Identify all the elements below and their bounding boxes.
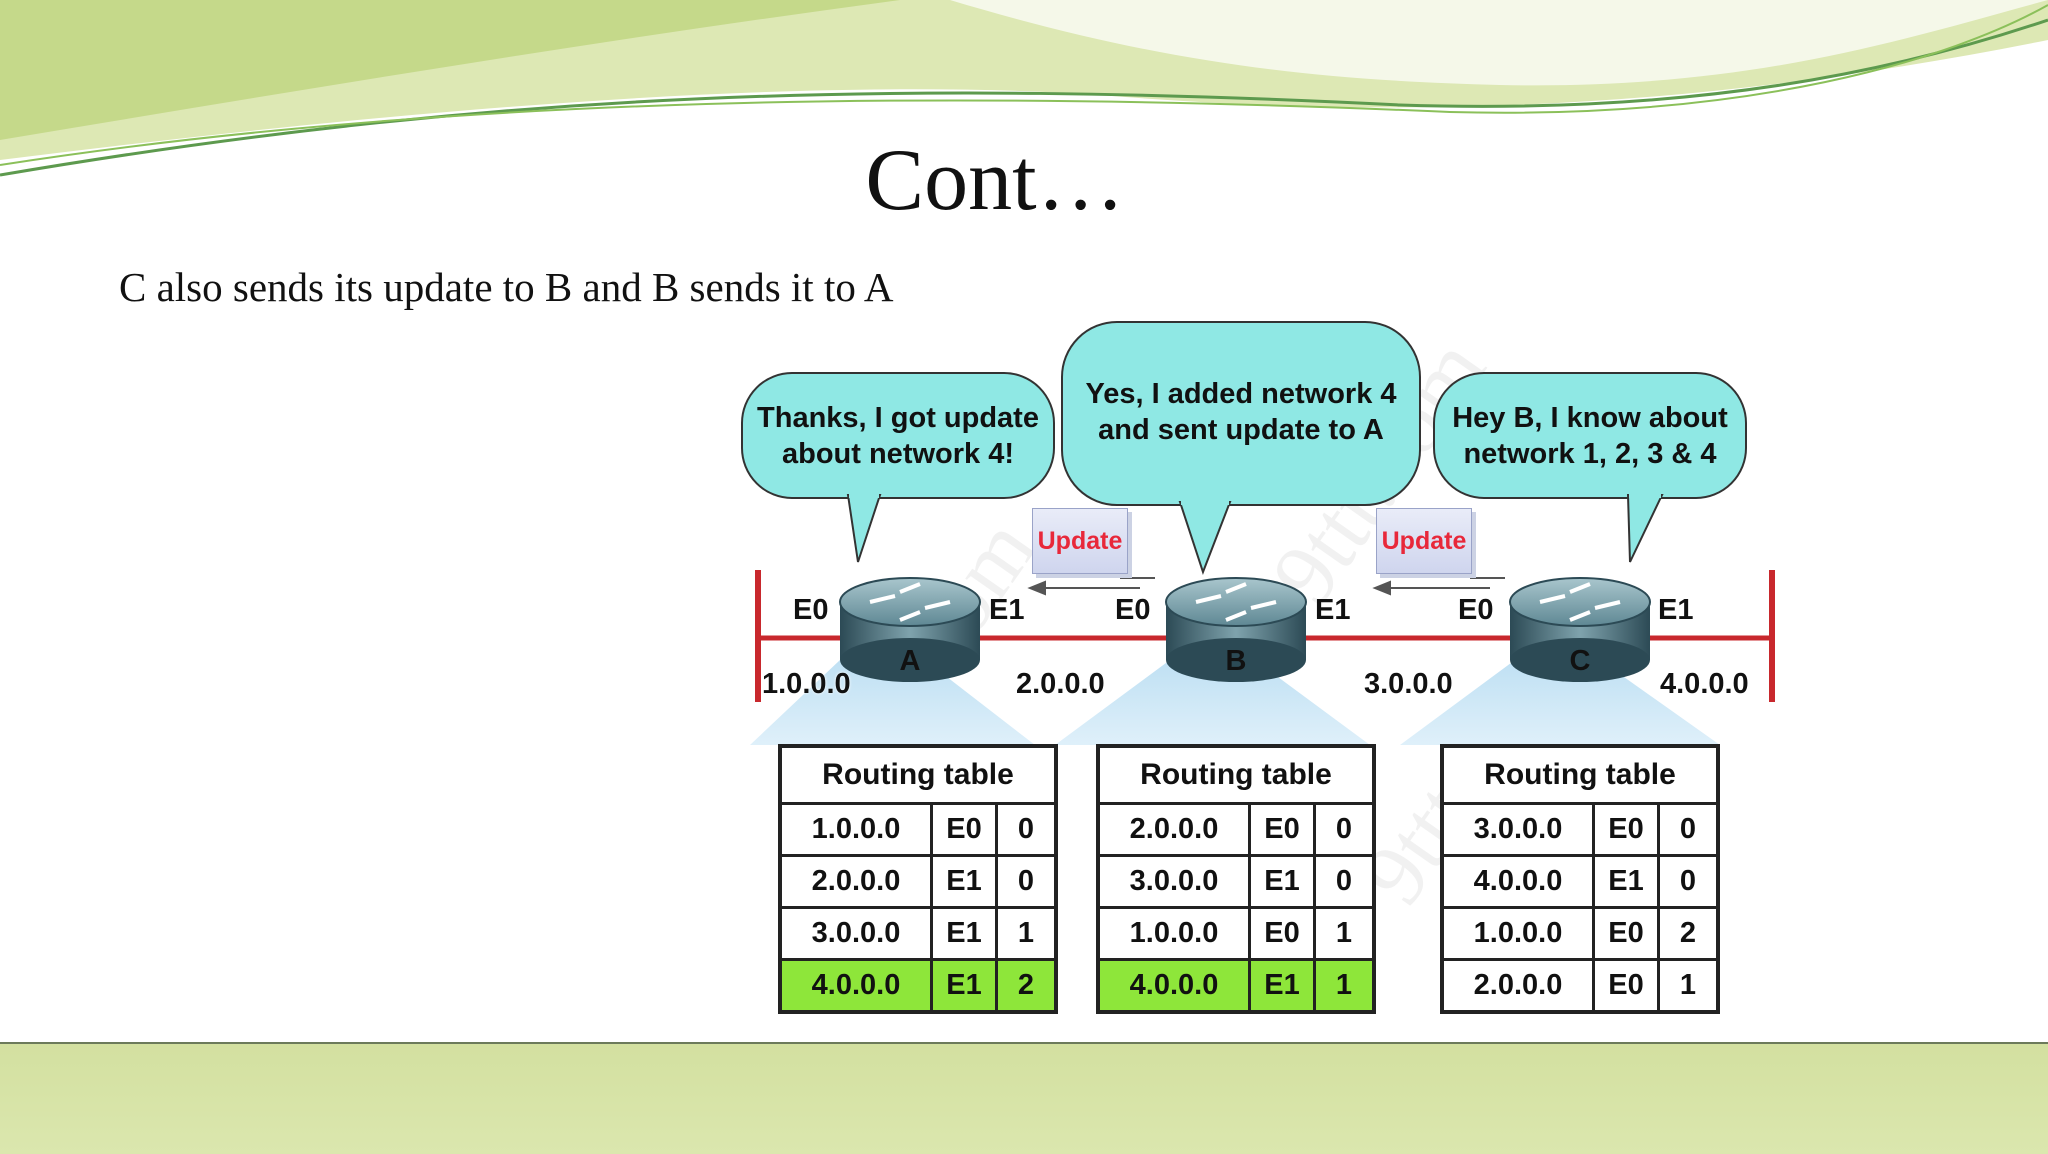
route-network: 3.0.0.0 (1440, 802, 1595, 857)
footer-band (0, 1042, 2048, 1154)
router-b-e1-label: E1 (1315, 594, 1351, 626)
route-network: 2.0.0.0 (1440, 958, 1595, 1014)
router-a-e0-label: E0 (793, 594, 829, 626)
route-hops: 1 (1313, 906, 1376, 961)
table-row: 3.0.0.0 E0 0 (1440, 802, 1720, 857)
route-interface: E1 (930, 958, 998, 1014)
table-row-highlighted: 4.0.0.0 E1 2 (778, 958, 1058, 1014)
router-b-e0-label: E0 (1115, 594, 1151, 626)
bubble-b-text: Yes, I added network 4 and sent update t… (1085, 378, 1397, 446)
router-b-name: B (1225, 645, 1247, 677)
router-c-e0-label: E0 (1458, 594, 1494, 626)
route-hops: 1 (1657, 958, 1720, 1014)
update-packet-c: Update (1376, 508, 1472, 574)
route-network: 2.0.0.0 (1096, 802, 1251, 857)
beam-b (1055, 660, 1370, 745)
update-packet-b: Update (1032, 508, 1128, 574)
route-network: 1.0.0.0 (778, 802, 933, 857)
routing-table-title: Routing table (1096, 744, 1376, 805)
beam-a (750, 660, 1035, 745)
route-hops: 1 (1313, 958, 1376, 1014)
slide-subtitle: C also sends its update to B and B sends… (119, 264, 894, 310)
routing-table-a: Routing table 1.0.0.0 E0 0 2.0.0.0 E1 0 … (778, 744, 1058, 1014)
routing-table-title: Routing table (1440, 744, 1720, 805)
bubble-b-shape (1061, 321, 1421, 575)
route-interface: E0 (930, 802, 998, 857)
update-arrow-c-to-b (1372, 577, 1505, 596)
table-row-highlighted: 4.0.0.0 E1 1 (1096, 958, 1376, 1014)
routing-table-b: Routing table 2.0.0.0 E0 0 3.0.0.0 E1 0 … (1096, 744, 1376, 1014)
route-interface: E0 (1592, 906, 1660, 961)
route-network: 4.0.0.0 (778, 958, 933, 1014)
route-interface: E0 (1592, 958, 1660, 1014)
route-interface: E0 (1592, 802, 1660, 857)
route-hops: 0 (995, 802, 1058, 857)
router-a-name: A (899, 645, 921, 677)
top-wave-decoration (0, 0, 2048, 177)
router-c-e1-label: E1 (1658, 594, 1694, 626)
route-interface: E0 (1248, 906, 1316, 961)
network-3-label: 3.0.0.0 (1364, 668, 1453, 700)
route-interface: E1 (1592, 854, 1660, 909)
router-b-icon (1165, 577, 1307, 682)
table-row: 1.0.0.0 E0 1 (1096, 906, 1376, 961)
route-interface: E1 (930, 906, 998, 961)
route-network: 2.0.0.0 (778, 854, 933, 909)
update-arrow-b-to-a (1027, 577, 1155, 596)
table-row: 2.0.0.0 E1 0 (778, 854, 1058, 909)
table-row: 3.0.0.0 E1 0 (1096, 854, 1376, 909)
table-row: 2.0.0.0 E0 0 (1096, 802, 1376, 857)
route-hops: 0 (1313, 802, 1376, 857)
route-network: 4.0.0.0 (1440, 854, 1595, 909)
network-2-label: 2.0.0.0 (1016, 668, 1105, 700)
network-1-label: 1.0.0.0 (762, 668, 851, 700)
route-network: 3.0.0.0 (778, 906, 933, 961)
beam-c (1400, 660, 1720, 745)
router-c-name: C (1569, 645, 1591, 677)
table-row: 1.0.0.0 E0 2 (1440, 906, 1720, 961)
bubble-a-shape (741, 372, 1055, 563)
routing-table-title: Routing table (778, 744, 1058, 805)
route-network: 4.0.0.0 (1096, 958, 1251, 1014)
route-hops: 0 (1657, 854, 1720, 909)
router-a-icon (839, 577, 981, 682)
route-network: 1.0.0.0 (1096, 906, 1251, 961)
table-row: 1.0.0.0 E0 0 (778, 802, 1058, 857)
route-network: 1.0.0.0 (1440, 906, 1595, 961)
network-4-label: 4.0.0.0 (1660, 668, 1749, 700)
router-a-e1-label: E1 (989, 594, 1025, 626)
slide-title: Cont… (865, 132, 1125, 229)
route-hops: 2 (1657, 906, 1720, 961)
table-row: 2.0.0.0 E0 1 (1440, 958, 1720, 1014)
route-hops: 1 (995, 906, 1058, 961)
route-network: 3.0.0.0 (1096, 854, 1251, 909)
diagram-graphics (741, 321, 1775, 745)
route-hops: 0 (995, 854, 1058, 909)
table-row: 4.0.0.0 E1 0 (1440, 854, 1720, 909)
route-interface: E1 (1248, 854, 1316, 909)
router-c-icon (1509, 577, 1651, 682)
route-hops: 2 (995, 958, 1058, 1014)
bubble-c-text: Hey B, I know about network 1, 2, 3 & 4 (1452, 402, 1728, 470)
bubble-c-shape (1433, 372, 1747, 563)
table-row: 3.0.0.0 E1 1 (778, 906, 1058, 961)
route-hops: 0 (1313, 854, 1376, 909)
bubble-a-text: Thanks, I got update about network 4! (757, 402, 1039, 470)
routing-table-c: Routing table 3.0.0.0 E0 0 4.0.0.0 E1 0 … (1440, 744, 1720, 1014)
route-hops: 0 (1657, 802, 1720, 857)
route-interface: E1 (930, 854, 998, 909)
rip-update-diagram: 9ttt.com 9ttt.com 9ttt.com (700, 300, 1800, 1030)
route-interface: E0 (1248, 802, 1316, 857)
route-interface: E1 (1248, 958, 1316, 1014)
